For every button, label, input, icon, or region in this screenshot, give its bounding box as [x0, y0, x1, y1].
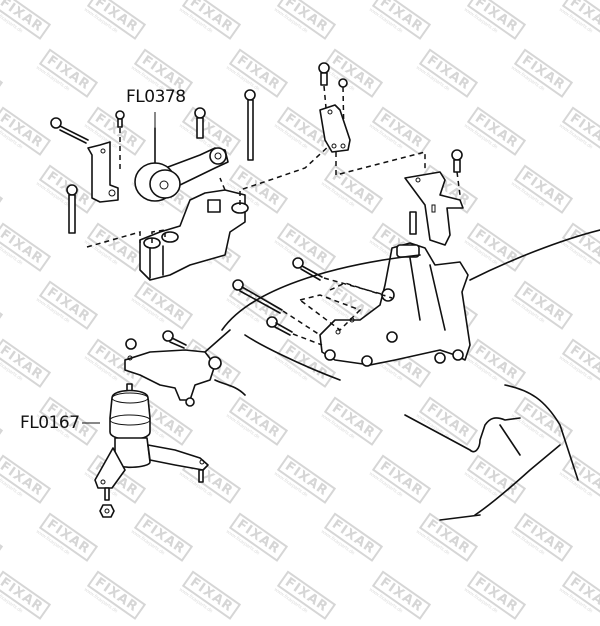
- part-label-fl0378: FL0378: [126, 87, 186, 107]
- nut-top-right: [338, 78, 348, 141]
- bolt-main-2: [232, 279, 283, 314]
- main-engine-bracket: [319, 242, 471, 367]
- stud-right: [409, 211, 417, 235]
- bolt-main-3: [266, 316, 293, 336]
- nut-lower-upper: [125, 338, 137, 350]
- bolt-right: [451, 149, 463, 196]
- bolt-top-right-1: [318, 62, 330, 109]
- part-label-fl0167: FL0167: [20, 413, 80, 433]
- bolt-diagonal-left: [50, 117, 89, 144]
- lower-mount-bracket: [124, 349, 222, 407]
- small-bracket-top-right: [319, 104, 351, 153]
- engine-bracket-upper: [139, 189, 249, 281]
- left-side-bracket: [87, 141, 119, 203]
- hydraulic-mount-fl0167: [94, 383, 209, 501]
- diagram-drawing: [50, 62, 600, 521]
- torque-rod-mount-fl0378: [134, 127, 229, 202]
- right-bracket: [404, 171, 464, 246]
- bolt-vertical-left: [66, 184, 78, 234]
- nut-lower-bottom: [99, 504, 115, 518]
- bolt-long-vertical: [244, 89, 256, 161]
- bolt-mid: [194, 107, 206, 139]
- bolt-main-1: [292, 257, 323, 281]
- bolt-small-top: [115, 110, 125, 170]
- bolt-lower-upper: [162, 330, 187, 349]
